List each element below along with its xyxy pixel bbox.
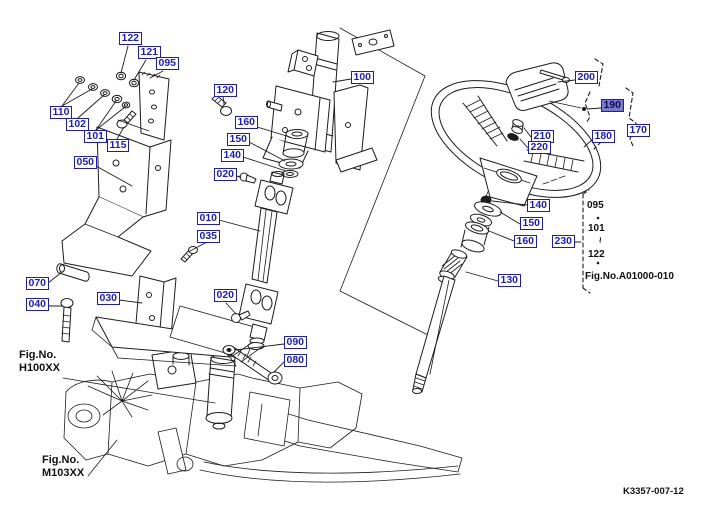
column-assembly-100 [262,29,395,178]
callout-020[interactable]: 020 [214,168,237,181]
callout-102[interactable]: 102 [66,118,89,131]
leader-lines [47,45,602,373]
callout-115[interactable]: 115 [107,139,129,152]
callout-170[interactable]: 170 [627,124,650,137]
fig-ref-h100xx: Fig.No. H100XX [19,349,60,374]
callout-150[interactable]: 150 [227,133,250,146]
callout-140[interactable]: 140 [527,199,550,212]
callout-040[interactable]: 040 [26,298,49,311]
fig-ref-m103xx: Fig.No. M103XX [42,454,84,479]
wheel-cap-200 [505,62,586,111]
callout-050[interactable]: 050 [74,156,97,169]
callout-200[interactable]: 200 [575,71,598,84]
callout-035[interactable]: 035 [197,230,220,243]
lower-bracket-030 [91,275,283,385]
fastener-row-and-plate-095 [75,71,232,141]
callout-080[interactable]: 080 [284,354,307,367]
ref-list-item: 122 [588,249,605,260]
transmission-drawing [62,348,463,483]
ujoint-shaft-010 [180,171,294,363]
callout-090[interactable]: 090 [284,336,307,349]
callout-180[interactable]: 180 [592,130,615,143]
fig-ref-line: M103XX [42,466,85,479]
callout-150[interactable]: 150 [520,217,543,230]
callout-190[interactable]: 190 [601,99,624,112]
ref-range-squiggle: ~ [594,237,605,243]
callout-030[interactable]: 030 [97,292,120,305]
callout-130[interactable]: 130 [498,274,521,287]
callout-220[interactable]: 220 [528,141,551,154]
callout-122[interactable]: 122 [119,32,142,45]
fig-ref-line: H100XX [19,361,60,374]
ref-list-dots [596,216,600,265]
callout-101[interactable]: 101 [84,130,107,143]
ref-list-item: 101 [588,223,605,234]
callout-100[interactable]: 100 [351,71,374,84]
callout-160[interactable]: 160 [514,235,537,248]
callout-140[interactable]: 140 [221,149,244,162]
dashed-brackets [582,58,637,294]
fig-ref-line: Fig.No. [19,349,57,361]
callout-230[interactable]: 230 [552,235,575,248]
ref-list-item: Fig.No.A01000-010 [585,271,674,282]
callout-020[interactable]: 020 [214,289,237,302]
callout-121[interactable]: 121 [138,46,161,59]
callout-160[interactable]: 160 [235,116,258,129]
background-panel [339,27,435,339]
fig-ref-line: Fig.No. [42,454,80,466]
callout-070[interactable]: 070 [26,277,49,290]
drawing-code: K3357-007-12 [623,486,684,497]
steering-wheel-180 [430,80,602,207]
callout-120[interactable]: 120 [214,84,237,97]
callout-095[interactable]: 095 [156,57,179,70]
callout-010[interactable]: 010 [197,212,220,225]
callout-110[interactable]: 110 [50,106,72,119]
ref-list-item: 095 [587,200,604,211]
